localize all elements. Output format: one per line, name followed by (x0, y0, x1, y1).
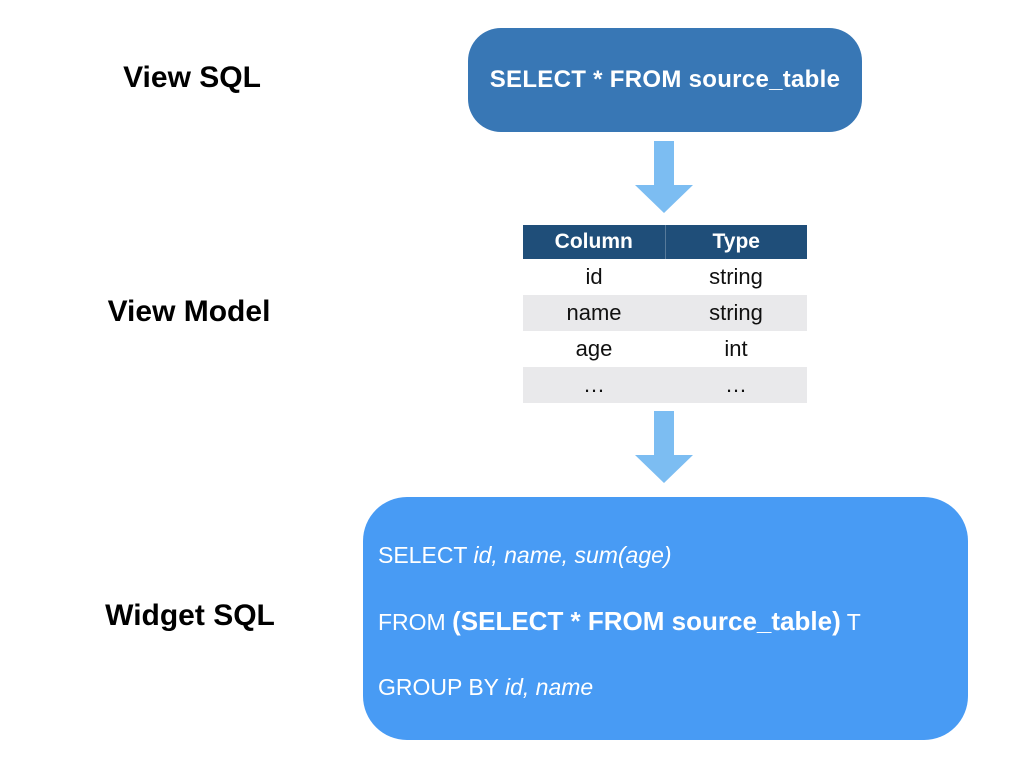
sql-line: SELECT id, name, sum(age) (378, 522, 950, 588)
table-cell: age (575, 336, 613, 361)
table-cell: … (725, 372, 747, 397)
table-cell: name (566, 300, 622, 325)
sql-segment: (SELECT * FROM source_table) (452, 606, 841, 636)
table-cell: id (585, 264, 603, 289)
widget-sql-box: SELECT id, name, sum(age)FROM (SELECT * … (363, 497, 968, 740)
sql-segment: GROUP BY (378, 674, 505, 700)
view-sql-box: SELECT * FROM source_table (468, 28, 862, 132)
table-cell: … (583, 372, 605, 397)
view-sql-text: SELECT * FROM source_table (489, 66, 841, 93)
table-row: id string (523, 259, 807, 295)
table-cell: int (724, 336, 748, 361)
down-arrow-icon (635, 411, 693, 483)
table-cell: string (709, 264, 763, 289)
table-header-cell-type: Type (664, 225, 807, 259)
sql-line: GROUP BY id, name (378, 654, 950, 720)
sql-segment: FROM (378, 609, 453, 635)
widget-sql-label: Widget SQL (105, 599, 275, 632)
table-header-cell-column: Column (523, 225, 665, 259)
table-row: name string (523, 295, 807, 331)
widget-sql-text: SELECT id, name, sum(age)FROM (SELECT * … (378, 522, 950, 720)
view-model-label: View Model (107, 295, 271, 328)
table-header: Column Type (523, 225, 807, 259)
table-row: …… (523, 367, 807, 403)
sql-segment: id, name (504, 674, 594, 700)
table-cell: string (709, 300, 763, 325)
sql-segment: id, name, sum(age) (473, 542, 672, 568)
down-arrow-icon (635, 141, 693, 213)
sql-segment: SELECT (378, 542, 474, 568)
sql-segment: T (840, 609, 861, 635)
table-header-row: Column Type (523, 225, 807, 259)
view-sql-label: View SQL (123, 61, 261, 94)
sql-line: FROM (SELECT * FROM source_table) T (378, 588, 950, 654)
table-row: age int (523, 331, 807, 367)
